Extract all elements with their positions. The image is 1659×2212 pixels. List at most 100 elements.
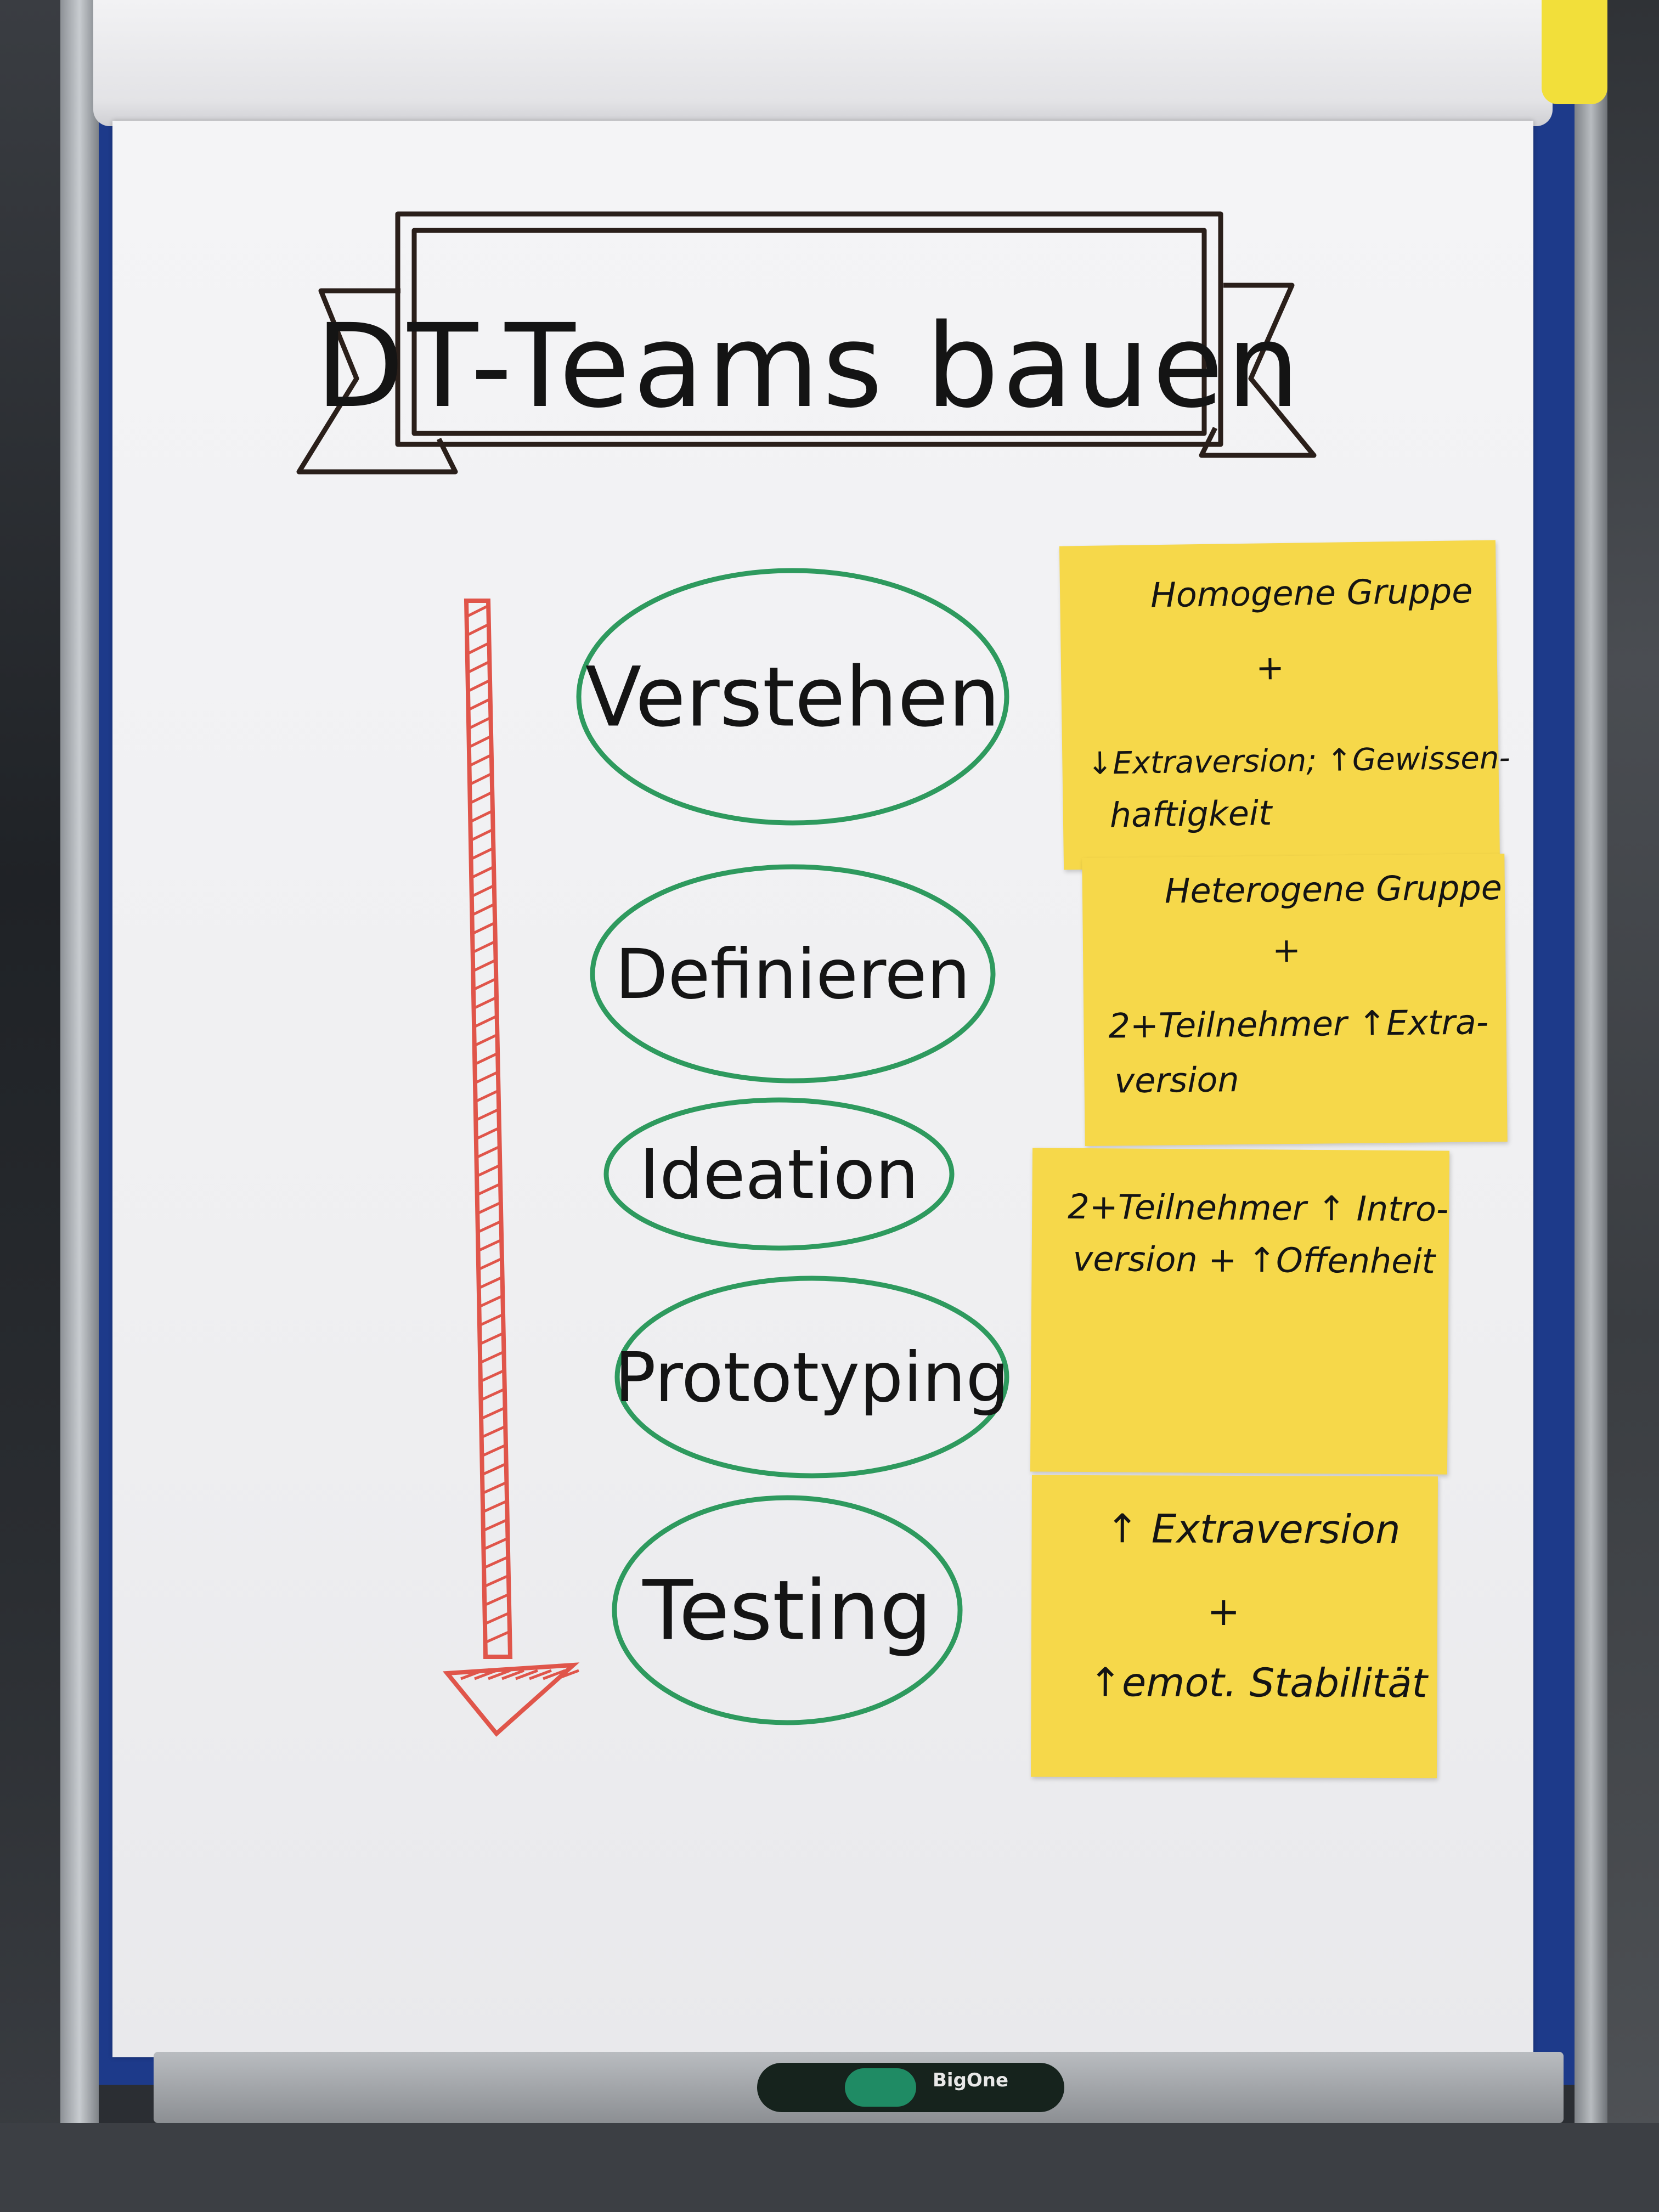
arrow-hatch-line	[469, 772, 493, 786]
marker-label: BigOne	[933, 2069, 1009, 2091]
sticky-note-2: Heterogene Gruppe + 2+Teilnehmer ↑Extra-…	[1082, 853, 1508, 1147]
note-1-line-4: haftigkeit	[1109, 793, 1272, 836]
arrow-hatch-line	[478, 1276, 503, 1290]
arrow-hatch-line	[474, 1052, 499, 1066]
arrow-hatch-line	[482, 1481, 507, 1495]
note-4-line-2: +	[1206, 1588, 1240, 1635]
paper-roll	[93, 0, 1553, 126]
arrow-hatch-line	[483, 1537, 509, 1551]
phase-label-definieren: Definieren	[615, 935, 970, 1014]
phase-ellipse-ideation	[603, 1097, 955, 1251]
arrow-hatch-line	[469, 753, 493, 768]
arrow-hatch-line	[479, 1369, 505, 1383]
arrow-head-hatch-line	[501, 1669, 524, 1680]
arrow-hatch-line	[470, 847, 494, 861]
title-banner	[296, 211, 1317, 475]
banner-right-tail	[1199, 283, 1317, 458]
banner-left-tail	[296, 288, 458, 475]
arrow-hatch-line	[482, 1499, 508, 1514]
arrow-hatch-line	[472, 958, 496, 973]
arrow-hatch-line	[467, 697, 491, 712]
arrow-hatch-line	[476, 1145, 500, 1159]
arrow-hatch-line	[466, 641, 490, 656]
note-2-line-2: +	[1272, 929, 1301, 970]
easel-left-leg	[60, 0, 99, 2212]
arrow-hatch-line	[467, 679, 491, 693]
note-1-line-3: ↓Extraversion; ↑Gewissen-	[1087, 740, 1511, 782]
easel-right-leg	[1575, 0, 1607, 2212]
phase-label-ideation: Ideation	[639, 1135, 918, 1215]
banner-outer	[395, 211, 1223, 447]
phase-label-testing: Testing	[642, 1564, 932, 1659]
arrow-hatch-line	[473, 996, 498, 1010]
process-arrow	[442, 599, 580, 1737]
arrow-head-hatch-line	[543, 1669, 566, 1680]
arrow-hatch-line	[470, 865, 495, 879]
arrow-hatch-line	[469, 809, 494, 823]
arrow-hatch-line	[476, 1201, 501, 1215]
arrow-hatch-line	[467, 716, 492, 730]
note-1-line-2: +	[1255, 647, 1285, 688]
arrow-hatch-line	[483, 1574, 510, 1588]
arrow-hatch-line	[480, 1387, 506, 1402]
arrow-hatch-line	[481, 1425, 506, 1439]
phase-ellipse-prototyping	[614, 1276, 1009, 1479]
phase-ellipse-testing	[612, 1495, 963, 1725]
note-2-line-3: 2+Teilnehmer ↑Extra-	[1108, 1002, 1489, 1046]
note-2-line-4: version	[1114, 1059, 1239, 1101]
arrow-hatch-line	[476, 1182, 501, 1197]
phase-ellipse-definieren	[590, 864, 996, 1084]
arrow-hatch-line	[475, 1126, 500, 1141]
note-3-line-1: 2+Teilnehmer ↑ Intro-	[1068, 1186, 1449, 1229]
arrow-hatch-line	[471, 902, 495, 917]
arrow-hatch-line	[472, 940, 496, 954]
arrow-hatch-line	[466, 623, 490, 637]
arrow-hatch-line	[474, 1070, 499, 1085]
phase-label-verstehen: Verstehen	[585, 650, 1001, 746]
arrow-hatch-line	[472, 977, 497, 991]
arrow-hatch-line	[478, 1294, 504, 1308]
arrow-hatch-line	[467, 660, 490, 674]
sticky-note-4: ↑ Extraversion + ↑emot. Stabilität	[1031, 1475, 1438, 1779]
arrow-hatch-line	[473, 1014, 498, 1029]
arrow-head-hatch-line	[529, 1669, 552, 1680]
sticky-note-3: 2+Teilnehmer ↑ Intro- version + ↑Offenhe…	[1030, 1148, 1450, 1475]
marker-band	[845, 2068, 916, 2107]
arrow-hatch-line	[479, 1350, 505, 1364]
phase-label-prototyping: Prototyping	[614, 1338, 1009, 1418]
phase-ellipse-verstehen	[576, 568, 1009, 826]
arrow-hatch-line	[470, 828, 494, 842]
arrow-hatch-line	[471, 921, 496, 935]
arrow-hatch-line	[484, 1593, 510, 1607]
arrow-hatch-line	[484, 1611, 510, 1626]
floor-area	[0, 2123, 1659, 2212]
arrow-hatch-line	[473, 1033, 498, 1047]
sticky-note-1: Homogene Gruppe + ↓Extraversion; ↑Gewiss…	[1059, 540, 1510, 870]
yellow-tab	[1542, 0, 1607, 104]
arrow-hatch-line	[479, 1331, 504, 1346]
arrow-hatch-line	[481, 1443, 507, 1458]
arrow-hatch-line	[469, 791, 493, 805]
arrow-hatch-line	[468, 735, 492, 749]
arrow-hatch-line	[478, 1313, 504, 1327]
arrow-hatch-line	[475, 1089, 499, 1103]
arrow-head-hatch-line	[515, 1669, 538, 1680]
arrow-hatch-line	[477, 1257, 503, 1271]
note-1-line-1: Homogene Gruppe	[1150, 571, 1473, 616]
note-2-line-1: Heterogene Gruppe	[1164, 867, 1503, 911]
banner-inner	[411, 228, 1207, 436]
arrow-hatch-line	[475, 1108, 500, 1122]
arrow-hatch-line	[466, 604, 489, 618]
arrow-hatch-line	[483, 1555, 509, 1570]
arrow-hatch-line	[476, 1164, 501, 1178]
page-title: DT-Teams bauen	[315, 299, 1303, 433]
arrow-hatch-line	[477, 1238, 503, 1252]
note-4-line-3: ↑emot. Stabilität	[1088, 1659, 1427, 1707]
note-3-line-2: version + ↑Offenheit	[1073, 1238, 1436, 1282]
arrow-head-hatch-line	[488, 1669, 511, 1680]
note-4-line-1: ↑ Extraversion	[1105, 1505, 1401, 1553]
arrow-hatch-line	[481, 1462, 507, 1476]
arrow-hatch-line	[480, 1406, 506, 1420]
arrow-hatch-line	[477, 1220, 502, 1234]
